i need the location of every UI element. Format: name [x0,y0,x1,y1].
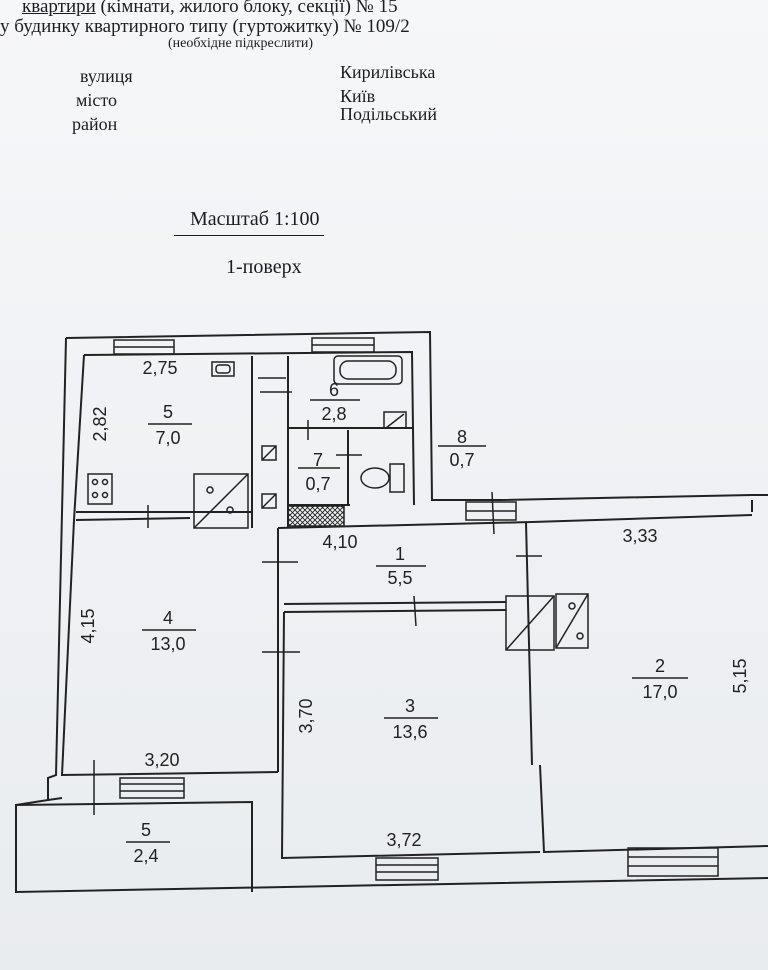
sink-icon [211,361,235,377]
street-label: вулиця [80,66,133,86]
room-5-number: 5 [163,402,173,422]
room-8-number: 8 [457,427,467,447]
room-3-area: 13,6 [392,722,427,742]
room-fraction-lines [126,399,688,843]
dim-room3-width: 3,72 [386,830,421,850]
dim-kitchen-width: 2,75 [142,358,177,378]
windows [113,337,719,881]
bathtub-icon [333,355,403,385]
hatched-column [287,505,345,527]
dim-room2-depth: 5,15 [730,658,750,693]
room-6-area: 2,8 [321,404,346,424]
street-value: Кирилівська [340,62,436,82]
header-line-3: (необхідне підкреслити) [168,36,314,51]
room-1-number: 1 [395,544,405,564]
bathroom-sink-icon [383,411,407,429]
district-value: Подільський [340,104,438,124]
boiler-icon [193,473,249,529]
dim-room2-width: 3,33 [622,526,657,546]
stove-icon [87,473,113,505]
room-4-area: 13,0 [150,634,185,654]
header-line-2: у будинку квартирного типу (гуртожитку) … [0,16,410,37]
room-1-area: 5,5 [387,568,412,588]
header-line-1-rest: (кімнати, жилого блоку, секції) № 15 [95,0,398,17]
city-label: місто [76,90,118,110]
room-6-number: 6 [329,380,339,400]
room-2-number: 2 [655,656,665,676]
room-4-number: 4 [163,608,173,628]
interior-walls [15,356,768,892]
dim-corridor-width: 4,10 [322,532,357,552]
dim-room4-depth: 4,15 [78,608,98,643]
room-5-area: 7,0 [155,428,180,448]
room-3-number: 3 [405,696,415,716]
scale-label: Масштаб 1:100 [174,208,324,236]
dim-room3-depth: 3,70 [296,698,316,733]
floor-label: 1-поверх [226,256,302,278]
balcony-5-area: 2,4 [133,846,158,866]
dim-room4-width: 3,20 [144,750,179,770]
vent-shafts [261,445,277,509]
toilet-icon [360,463,405,493]
heating-stoves-icon [505,593,589,651]
header-line-1: квартири (кімнати, жилого блоку, секції)… [22,0,398,18]
header-underlined-word: квартири [22,0,96,17]
room-7-number: 7 [313,450,323,470]
door-marks [93,377,542,815]
district-label: район [72,114,118,134]
room-2-area: 17,0 [642,682,677,702]
room-8-area: 0,7 [449,450,474,470]
city-value: Київ [340,86,376,106]
room-7-area: 0,7 [305,474,330,494]
balcony-5-number: 5 [141,820,151,840]
dim-kitchen-depth: 2,82 [90,406,110,441]
